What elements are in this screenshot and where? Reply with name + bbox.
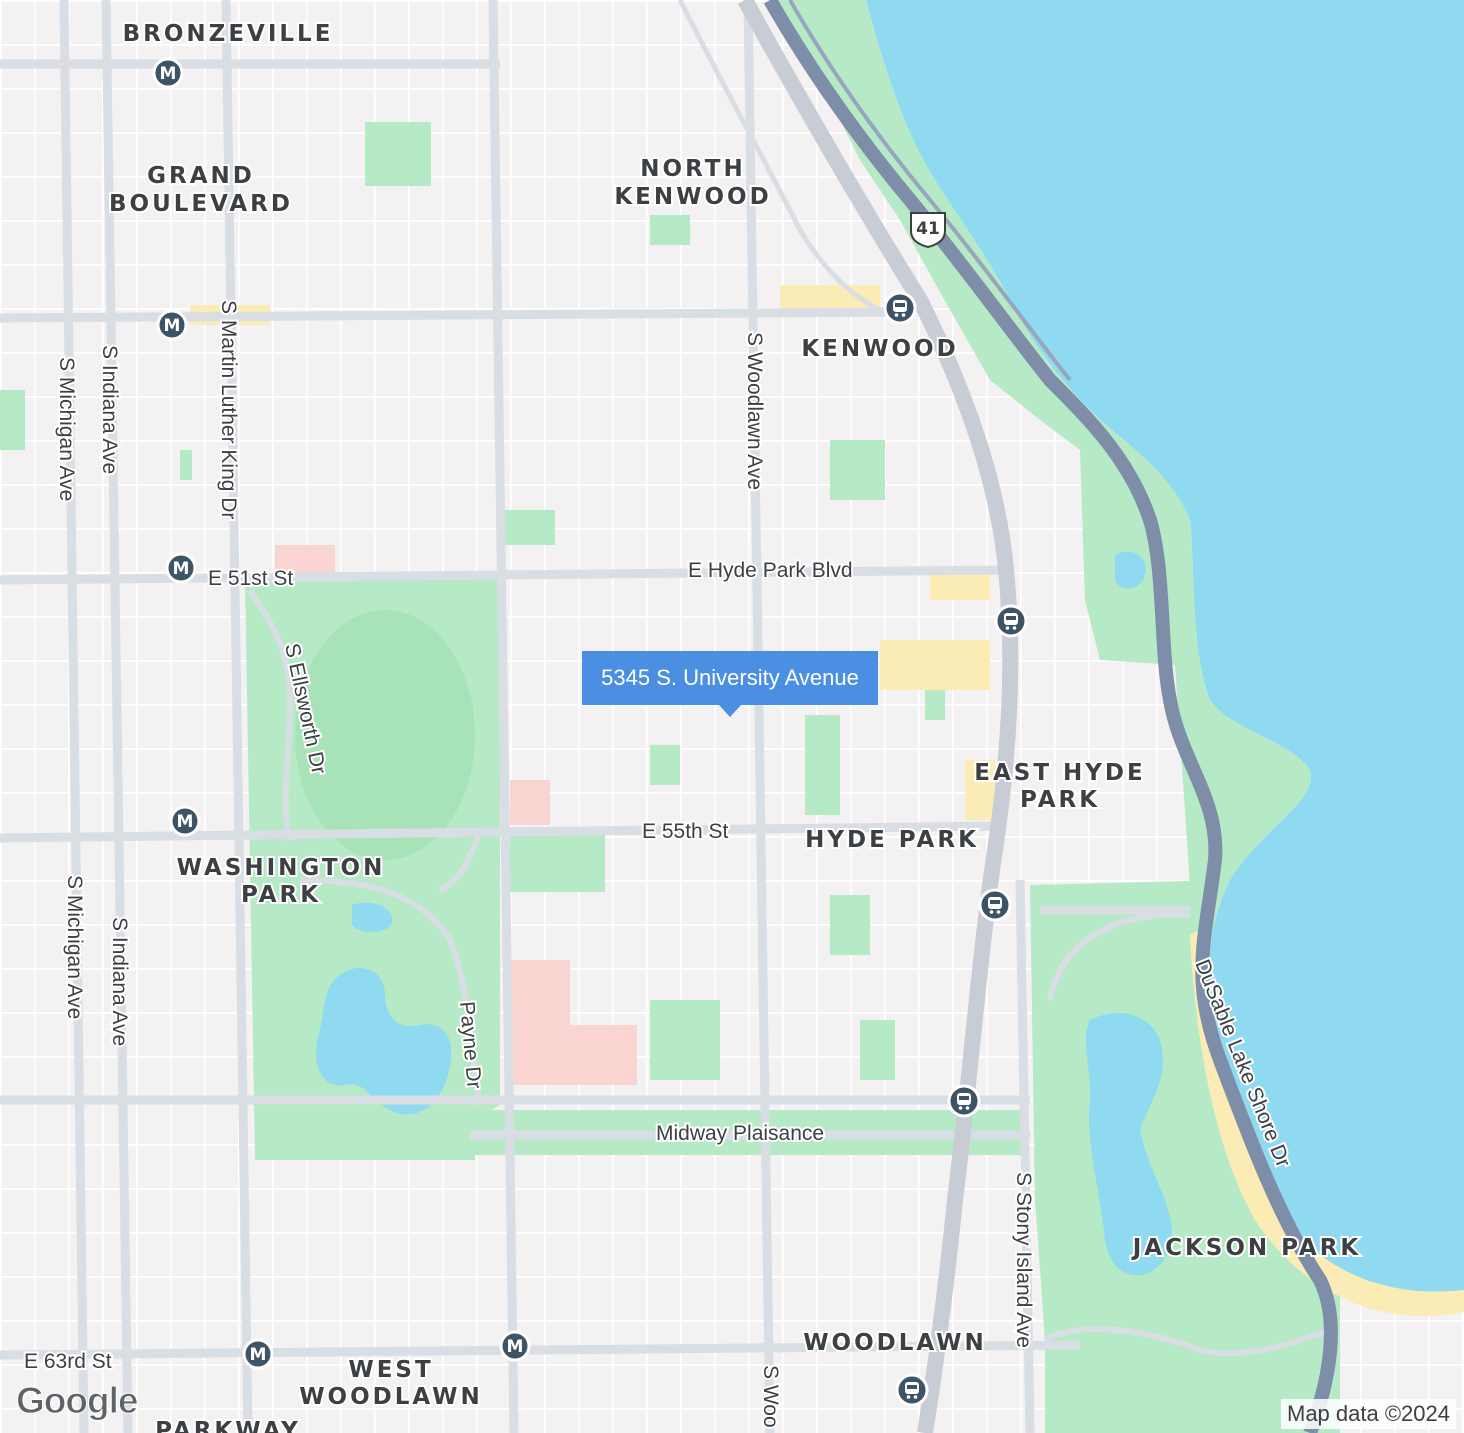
lake-shore-drive-lane (788, 0, 1072, 382)
label-s-woodlawn-bottom: S Woo (759, 1365, 782, 1428)
highway-shield-icon: 41 (910, 212, 946, 249)
label-west-woodlawn-2: WOODLAWN (299, 1384, 483, 1410)
svg-text:41: 41 (916, 219, 940, 239)
arterial-roads (0, 0, 1190, 1433)
label-north-kenwood-1: NORTH (640, 156, 745, 182)
label-east-hyde-park-2: PARK (1020, 787, 1100, 813)
label-e-hyde-park-blvd: E Hyde Park Blvd (688, 559, 853, 582)
map-attribution[interactable]: Map data ©2024 (1281, 1399, 1456, 1429)
campus-area-3 (510, 780, 550, 825)
label-grand-boulevard-1: GRAND (147, 163, 255, 189)
metro-icon[interactable]: M (169, 805, 201, 837)
rail-line-west (677, 0, 882, 313)
park-campus-green (510, 835, 605, 892)
svg-text:M: M (164, 316, 181, 336)
label-s-woodlawn: S Woodlawn Ave (743, 332, 766, 490)
label-s-indiana-south: S Indiana Ave (108, 917, 131, 1046)
label-e-51st: E 51st St (208, 567, 293, 590)
jackson-park-lagoon (1085, 1012, 1173, 1276)
label-s-michigan-south: S Michigan Ave (63, 875, 86, 1019)
label-e-63rd: E 63rd St (24, 1350, 112, 1373)
train-icon[interactable] (895, 1373, 929, 1407)
park-campus-quad (650, 1000, 720, 1080)
train-icon[interactable] (978, 888, 1012, 922)
location-marker-label[interactable]: 5345 S. University Avenue (582, 651, 878, 705)
park-drives (247, 588, 1332, 1357)
location-marker-pointer (719, 705, 741, 717)
metro-icon[interactable]: M (152, 57, 184, 89)
label-kenwood: KENWOOD (801, 336, 958, 362)
small-lagoon (352, 902, 393, 933)
label-east-hyde-park-1: EAST HYDE (974, 760, 1145, 786)
label-jackson-park: JACKSON PARK (1131, 1235, 1362, 1261)
metra-rail (737, 0, 1019, 1433)
label-s-stony-island: S Stony Island Ave (1012, 1172, 1035, 1348)
label-s-michigan-north: S Michigan Ave (55, 357, 78, 501)
campus-area-2 (570, 1025, 637, 1085)
commercial-53rd (880, 640, 990, 690)
campus-area-1 (510, 960, 570, 1085)
washington-park-lagoon (316, 967, 452, 1115)
park-small-1 (650, 745, 680, 785)
metro-icon[interactable]: M (242, 1338, 274, 1370)
park-campus-2 (860, 1020, 895, 1080)
commercial-east (965, 760, 995, 820)
svg-text:M: M (177, 812, 194, 832)
metro-icon[interactable]: M (156, 309, 188, 341)
label-e-55th: E 55th St (642, 820, 729, 843)
train-icon[interactable] (947, 1084, 981, 1118)
park-kenwood (830, 440, 885, 500)
label-bronzeville: BRONZEVILLE (123, 21, 334, 47)
label-west-woodlawn-1: WEST (348, 1357, 433, 1383)
pond-east (1115, 551, 1146, 589)
label-grand-boulevard-2: BOULEVARD (109, 191, 293, 217)
label-north-kenwood-2: KENWOOD (614, 184, 771, 210)
commercial-47th (780, 285, 880, 310)
google-logo: Google (15, 1380, 138, 1422)
label-washington-park-2: PARK (241, 882, 321, 908)
park-bronzeville (365, 122, 431, 186)
label-parkway: PARKWAY (155, 1418, 301, 1433)
label-midway: Midway Plaisance (656, 1122, 824, 1145)
label-s-mlk: S Martin Luther King Dr (217, 300, 240, 519)
park-north-kenwood (650, 215, 690, 245)
label-washington-park-1: WASHINGTON (177, 855, 386, 881)
train-icon[interactable] (994, 604, 1028, 638)
washington-park-field (295, 610, 475, 860)
metro-icon[interactable]: M (499, 1330, 531, 1362)
beach (1190, 930, 1464, 1317)
park-west-edge (0, 390, 25, 450)
svg-text:M: M (160, 64, 177, 84)
label-hyde-park: HYDE PARK (805, 827, 979, 853)
burnham-park (770, 0, 1312, 885)
label-s-indiana-north: S Indiana Ave (98, 345, 121, 474)
svg-text:M: M (507, 1337, 524, 1357)
train-icon[interactable] (883, 291, 917, 325)
svg-text:M: M (250, 1345, 267, 1365)
park-small-2 (500, 510, 555, 545)
label-woodlawn: WOODLAWN (803, 1330, 987, 1356)
metro-icon[interactable]: M (165, 552, 197, 584)
lake-michigan (866, 0, 1464, 1301)
svg-text:M: M (173, 559, 190, 579)
park-nichols (805, 715, 840, 815)
park-small-3 (830, 895, 870, 955)
park-small-4 (925, 690, 945, 720)
park-grand-blvd (180, 450, 192, 480)
campus-area-4 (275, 545, 335, 575)
